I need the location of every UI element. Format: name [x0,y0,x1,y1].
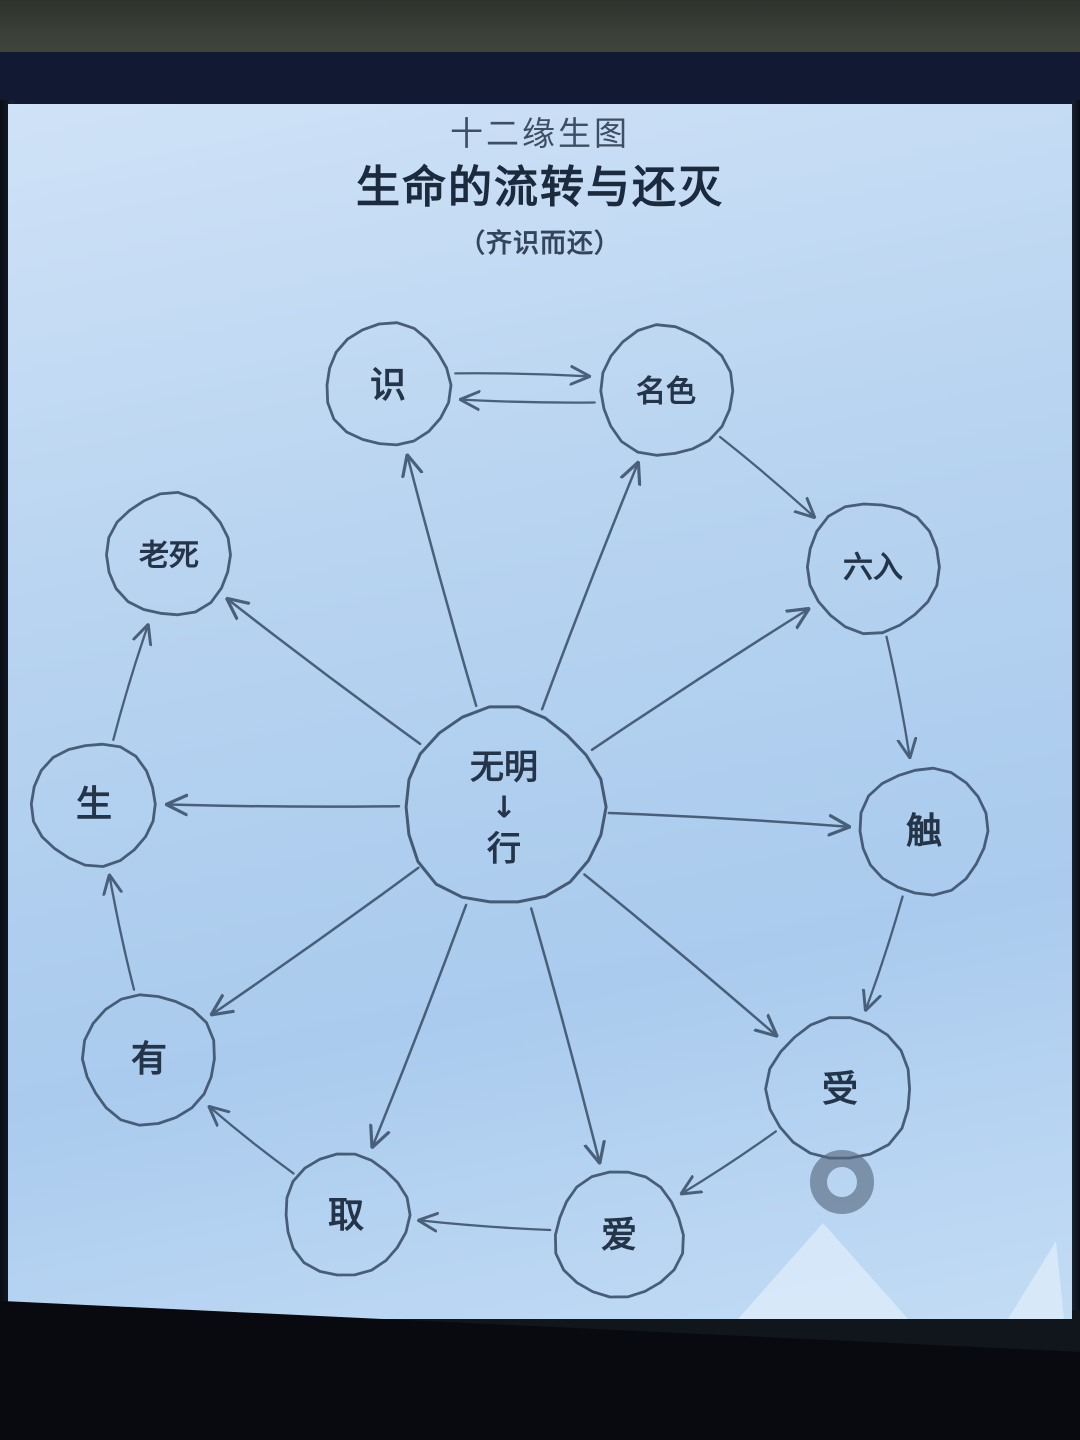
node-circle [284,1152,412,1277]
node-circle [764,1016,911,1160]
arrow-center-to-qu [373,903,468,1146]
projected-slide: 十二缘生图 生命的流转与还灭 （齐识而还） 识 名色六入触受爱 取 有 生 老死无明↓ 行 [8,104,1072,1319]
arrow-sheng-to-laosi [112,626,147,741]
node-circle [404,705,608,904]
arrow-you-to-sheng [110,876,136,991]
node-sheng[interactable]: 生 [29,742,157,868]
node-label: 有 [131,1039,167,1080]
edge-layer [110,373,910,1230]
arrow-center-to-mingse [540,464,638,711]
center-label-bottom: 行 [487,830,521,870]
title-small: 十二缘生图 [450,115,630,152]
node-ai[interactable]: 爱 [554,1170,685,1299]
decorative-triangle-small [1008,1241,1064,1319]
node-label: 名色 [636,375,696,410]
node-label: 生 [76,784,112,825]
node-label: 触 [906,811,942,852]
arrow-center-to-sheng [168,805,401,807]
photo-top-dark-band [0,0,1080,54]
node-circle [81,993,216,1127]
node-circle [806,502,941,636]
arrow-center-to-chu [607,811,848,827]
node-label: 爱 [601,1215,637,1256]
node-circle [554,1170,685,1299]
photo-right-edge [1072,100,1080,1310]
node-circle [599,323,735,457]
node-chu[interactable]: 触 [858,766,990,897]
title-parenthetical: （齐识而还） [458,227,621,258]
arrow-center-to-ai [529,907,599,1161]
node-shou[interactable]: 受 [764,1016,911,1160]
arrow-center-to-laosi [228,600,422,746]
arrow-shou-to-ai [682,1130,777,1193]
arrow-center-to-you [213,866,420,1014]
arrow-center-to-liuru [590,610,808,752]
node-you[interactable]: 有 [81,993,216,1127]
node-center[interactable]: 无明↓ 行 [404,705,608,904]
down-arrow-icon: ↓ [491,791,516,826]
arrow-shi-to-mingse [454,373,588,376]
node-label: 受 [822,1069,858,1110]
arrow-chu-to-shou [866,895,904,1010]
arrow-center-to-shi [408,456,478,708]
node-circle [325,321,453,447]
arrow-center-to-shou [583,873,775,1036]
photo-navy-band [0,52,1080,107]
title-main: 生命的流转与还灭 [356,162,724,212]
arrow-mingse-to-liuru [718,435,814,517]
node-label: 老死 [139,539,199,574]
arrow-qu-to-you [210,1107,295,1175]
node-circle [858,766,990,897]
node-label: 取 [328,1195,364,1236]
ring-marker [810,1150,874,1214]
node-mingse[interactable]: 名色 [599,323,735,457]
node-circle [105,491,232,617]
node-qu[interactable]: 取 [284,1152,412,1277]
slide-title-block: 十二缘生图 生命的流转与还灭 （齐识而还） [8,114,1072,260]
node-circle [29,742,157,868]
arrow-mingse-to-shi [462,400,596,403]
decorative-triangle-large [738,1223,908,1319]
node-shi[interactable]: 识 [325,321,453,447]
node-label: 六入 [843,551,903,586]
center-label-top: 无明 [470,748,538,788]
node-liuru[interactable]: 六入 [806,502,941,636]
node-label: 识 [370,365,406,406]
arrow-liuru-to-chu [885,635,910,757]
arrow-ai-to-qu [420,1220,552,1230]
node-laosi[interactable]: 老死 [105,491,232,617]
